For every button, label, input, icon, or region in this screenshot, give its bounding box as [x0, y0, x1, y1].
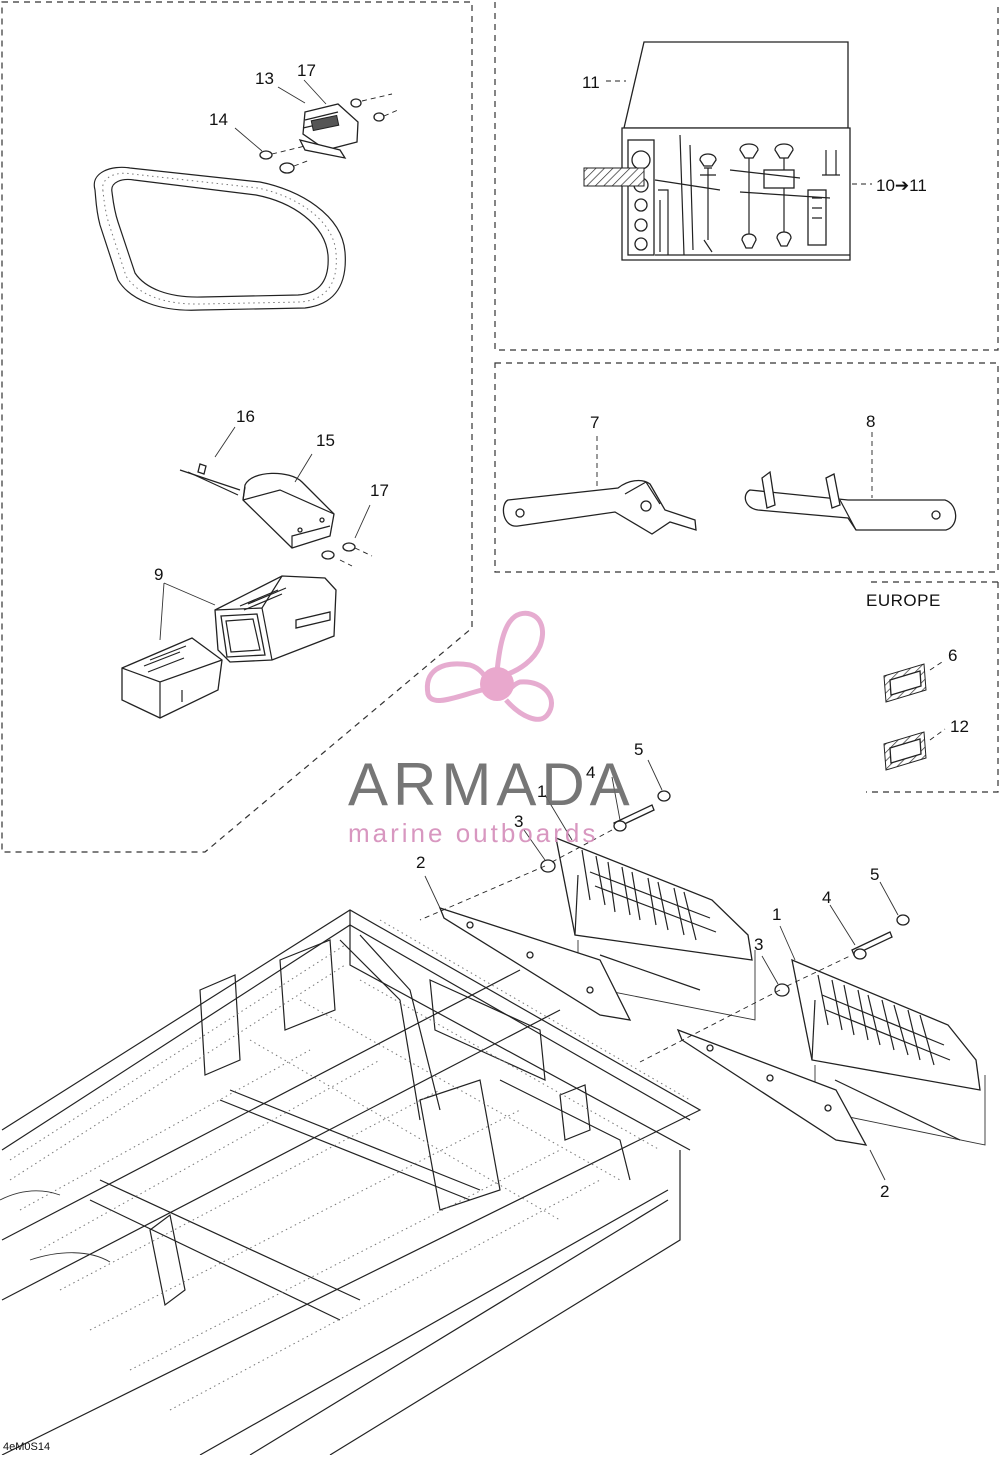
guard-assembly-upper [419, 759, 756, 1021]
cover-housing-9 [121, 575, 337, 719]
wrench-7 [502, 436, 697, 535]
callout-7: 7 [590, 413, 599, 432]
wrench-8 [744, 432, 957, 531]
callout-11: 11 [582, 73, 600, 92]
callout-16: 16 [236, 407, 255, 426]
callout-10-to-11: 10➔11 [876, 176, 927, 195]
europe-panel-frame [866, 581, 999, 793]
drive-belt [93, 166, 346, 311]
propeller-icon [424, 610, 554, 722]
region-label-europe: EUROPE [866, 591, 941, 610]
diagram-code: 4eM0S14 [3, 1441, 50, 1453]
callout-1-lower: 1 [772, 905, 781, 924]
left-upper-panel-frame [1, 1, 473, 853]
toolkit-panel-frame [494, 2, 999, 351]
callout-12: 12 [950, 717, 969, 736]
belt-clip-assembly [234, 79, 399, 174]
callout-8: 8 [866, 412, 875, 431]
europe-parts [883, 659, 946, 771]
callout-2-upper: 2 [416, 853, 425, 872]
mount-plate-assembly [179, 426, 373, 567]
callout-1-upper: 1 [537, 782, 546, 801]
callout-5-upper: 5 [634, 740, 643, 759]
callout-17-upper: 17 [297, 61, 316, 80]
callout-9: 9 [154, 565, 163, 584]
callout-3-upper: 3 [514, 812, 523, 831]
wrench-panel-frame [494, 362, 999, 573]
callout-14: 14 [209, 110, 228, 129]
callout-labels: 13 17 14 11 10➔11 16 15 7 8 17 9 EUROPE … [3, 61, 969, 1453]
callout-4-lower: 4 [822, 888, 831, 907]
callout-15: 15 [316, 431, 335, 450]
tool-kit [583, 41, 872, 261]
guard-assembly-lower [639, 881, 986, 1181]
callout-5-lower: 5 [870, 865, 879, 884]
callout-13: 13 [255, 69, 274, 88]
watermark-subtitle: marine outboards [348, 818, 598, 848]
callout-17-lower: 17 [370, 481, 389, 500]
watermark-title: ARMADA [348, 751, 635, 818]
callout-3-lower: 3 [754, 935, 763, 954]
callout-2-lower: 2 [880, 1182, 889, 1201]
panel-frames [1, 1, 999, 853]
callout-4-upper: 4 [586, 763, 595, 782]
watermark: ARMADA marine outboards [348, 610, 635, 848]
chassis-frame [0, 909, 702, 1456]
callout-6: 6 [948, 646, 957, 665]
